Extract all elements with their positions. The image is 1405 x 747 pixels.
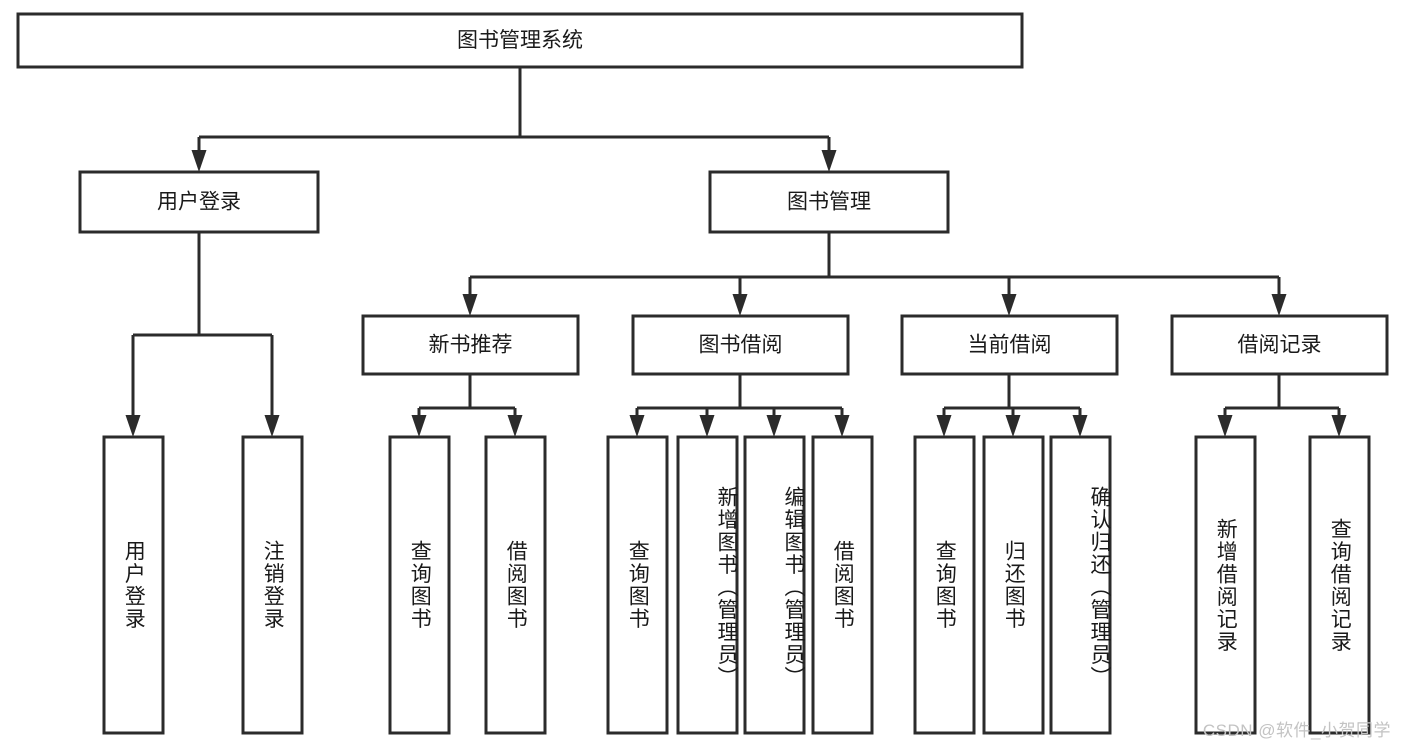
connector-layer	[125, 67, 1347, 437]
node-new-book-recommend-label: 新书推荐	[429, 334, 513, 357]
leaf-add-book-admin-label: 新增图书（管理员）	[715, 485, 738, 689]
leaf-leaf-query-book-current-box[interactable]	[913, 435, 976, 735]
leaf-arrow-3	[699, 415, 715, 437]
leaf-borrow-book-label: 借阅图书	[831, 540, 855, 630]
leaf-leaf-borrow-book-box[interactable]	[811, 435, 874, 735]
leaf-arrow-10	[1331, 415, 1347, 437]
leaf-arrow-4	[766, 415, 782, 437]
leaf-add-borrow-record-label: 新增借阅记录	[1214, 517, 1238, 653]
node-book-borrow-box[interactable]	[631, 314, 850, 376]
leaf-edit-book-admin-label: 编辑图书（管理员）	[782, 485, 805, 689]
leaf-query-borrow-record-label: 查询借阅记录	[1328, 517, 1352, 653]
node-book-manage-label: 图书管理	[787, 191, 871, 214]
login-leaf-arrow-0	[125, 415, 141, 437]
node-root-label: 图书管理系统	[457, 29, 583, 52]
node-new-book-recommend-box[interactable]	[361, 314, 580, 376]
leaf-arrow-1	[507, 415, 523, 437]
leaf-leaf-query-book-borrow-box[interactable]	[606, 435, 669, 735]
node-borrow-record-label: 借阅记录	[1238, 334, 1322, 357]
login-leaf-arrow-1	[264, 415, 280, 437]
leaf-arrow-7	[1005, 415, 1021, 437]
node-book-manage-box[interactable]	[708, 170, 950, 234]
leaf-arrow-0	[411, 415, 427, 437]
leaf-leaf-confirm-return-admin-box[interactable]	[1049, 435, 1112, 735]
leaf-leaf-user-logout-box[interactable]	[241, 435, 304, 735]
leaf-return-book-label: 归还图书	[1002, 540, 1026, 630]
leaf-confirm-return-admin-label: 确认归还（管理员）	[1088, 485, 1111, 689]
leaf-leaf-query-book-recommend-box[interactable]	[388, 435, 451, 735]
leaf-query-book-recommend-label: 查询图书	[408, 540, 432, 630]
manage-arrow-2	[1001, 294, 1017, 316]
node-current-borrow-label: 当前借阅	[968, 334, 1052, 357]
root-arrow-0	[191, 150, 207, 172]
manage-arrow-3	[1271, 294, 1287, 316]
node-borrow-record-box[interactable]	[1170, 314, 1389, 376]
leaf-query-book-current-label: 查询图书	[933, 540, 957, 630]
leaf-leaf-query-borrow-record-box[interactable]	[1308, 435, 1371, 735]
manage-arrow-1	[732, 294, 748, 316]
leaf-arrow-6	[936, 415, 952, 437]
leaf-leaf-return-book-box[interactable]	[982, 435, 1045, 735]
leaf-leaf-borrow-book-recommend-box[interactable]	[484, 435, 547, 735]
csdn-watermark: CSDN @软件_小贺同学	[1202, 721, 1391, 740]
leaf-leaf-edit-book-admin-box[interactable]	[743, 435, 806, 735]
node-user-login-box[interactable]	[78, 170, 320, 234]
leaf-user-logout-label: 注销登录	[261, 540, 285, 630]
node-user-login-label: 用户登录	[157, 191, 241, 214]
leaf-arrow-2	[629, 415, 645, 437]
leaf-arrow-8	[1072, 415, 1088, 437]
leaf-leaf-add-book-admin-box[interactable]	[676, 435, 739, 735]
leaf-query-book-borrow-label: 查询图书	[626, 540, 650, 630]
leaf-leaf-add-borrow-record-box[interactable]	[1194, 435, 1257, 735]
node-current-borrow-box[interactable]	[900, 314, 1119, 376]
root-arrow-1	[821, 150, 837, 172]
leaf-arrow-5	[834, 415, 850, 437]
leaf-arrow-9	[1217, 415, 1233, 437]
leaf-user-login-label: 用户登录	[122, 540, 146, 630]
leaf-leaf-user-login-box[interactable]	[102, 435, 165, 735]
leaf-borrow-book-recommend-label: 借阅图书	[504, 540, 528, 630]
manage-arrow-0	[462, 294, 478, 316]
node-book-borrow-label: 图书借阅	[699, 334, 783, 357]
node-root-box[interactable]	[16, 12, 1024, 69]
